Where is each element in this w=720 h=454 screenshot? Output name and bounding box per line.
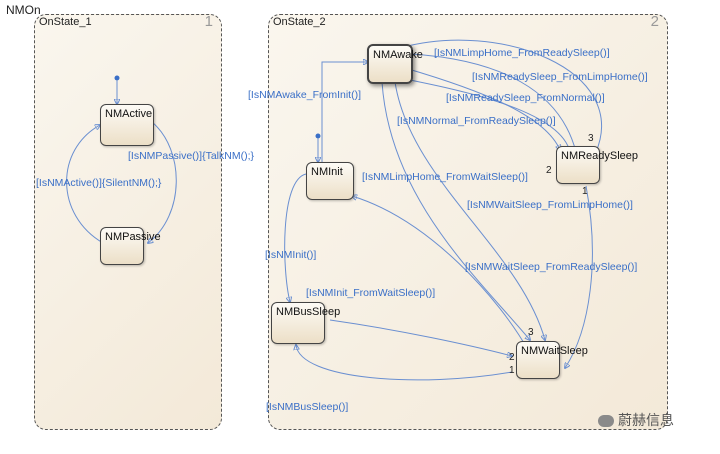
state-nm-bus-sleep[interactable]: NMBusSleep (271, 302, 340, 344)
default-transition-dot (114, 75, 120, 81)
transition-init-to-bussleep (284, 173, 307, 302)
transition-ready-to-awake-1 (400, 39, 603, 153)
region-title: OnState_1 (39, 16, 92, 28)
transition-label[interactable]: [IsNMWaitSleep_FromReadySleep()] (465, 261, 638, 273)
priority-number: 1 (509, 365, 515, 376)
state-nm-init[interactable]: NMInit (306, 162, 354, 200)
priority-number: 1 (582, 186, 588, 197)
transition-bussleep-to-wait (329, 319, 512, 356)
state-nm-active[interactable]: NMActive (100, 104, 154, 146)
transition-label[interactable]: [IsNMReadySleep_FromLimpHome()] (472, 71, 648, 83)
region-number: 2 (650, 13, 659, 30)
transition-ready-to-awake-2 (400, 78, 571, 153)
transition-label[interactable]: [IsNMWaitSleep_FromLimpHome()] (467, 199, 633, 211)
transition-label[interactable]: [IsNMNormal_FromReadySleep()] (397, 115, 556, 127)
transition-ready-to-wait (565, 185, 593, 368)
transition-label[interactable]: [IsNMBusSleep()] (266, 401, 349, 413)
transition-label[interactable]: [IsNMReadySleep_FromNormal()] (446, 92, 605, 104)
state-nm-awake[interactable]: NMAwake (367, 44, 423, 84)
watermark-text: 蔚赫信息 (618, 412, 674, 428)
transition-wait-to-init (352, 196, 529, 351)
transition-awake-to-wait-1 (381, 81, 530, 340)
priority-number: 3 (528, 327, 534, 338)
wechat-icon (598, 415, 614, 428)
default-transition-dot (315, 133, 321, 139)
transition-label[interactable]: [IsNMInit()] (265, 249, 317, 261)
outer-state-title: NMOn (6, 3, 41, 17)
region-number: 1 (204, 13, 213, 30)
transition-label[interactable]: [IsNMPassive()]{TalkNM();} (128, 150, 255, 162)
transition-active-to-passive (148, 121, 177, 243)
transition-awake-to-wait-2 (394, 81, 545, 340)
transition-wait-to-bussleep (296, 345, 513, 381)
transition-passive-to-active (66, 125, 104, 244)
transition-awake-to-ready-1 (411, 53, 576, 152)
region-onstate-1[interactable]: OnState_1 1 (34, 13, 222, 430)
transition-label[interactable]: [IsNMInit_FromWaitSleep()] (306, 287, 436, 299)
transition-label[interactable]: [IsNMActive()]{SilentNM();} (36, 177, 162, 189)
priority-number: 2 (546, 165, 552, 176)
transition-init-to-awake (321, 62, 368, 162)
transition-label[interactable]: [IsNMLimpHome_FromWaitSleep()] (362, 171, 528, 183)
region-title: OnState_2 (273, 16, 326, 28)
state-nm-wait-sleep[interactable]: NMWaitSleep (516, 341, 588, 379)
region-onstate-2[interactable]: OnState_2 2 (268, 13, 668, 430)
transition-label[interactable]: [IsNMAwake_FromInit()] (248, 89, 361, 101)
watermark: 蔚赫信息 (598, 410, 674, 430)
priority-number: 3 (588, 133, 594, 144)
state-nm-passive[interactable]: NMPassive (100, 227, 161, 265)
priority-number: 2 (509, 352, 515, 363)
transition-label[interactable]: [IsNMLimpHome_FromReadySleep()] (434, 47, 610, 59)
state-nm-ready-sleep[interactable]: NMReadySleep (556, 146, 638, 184)
